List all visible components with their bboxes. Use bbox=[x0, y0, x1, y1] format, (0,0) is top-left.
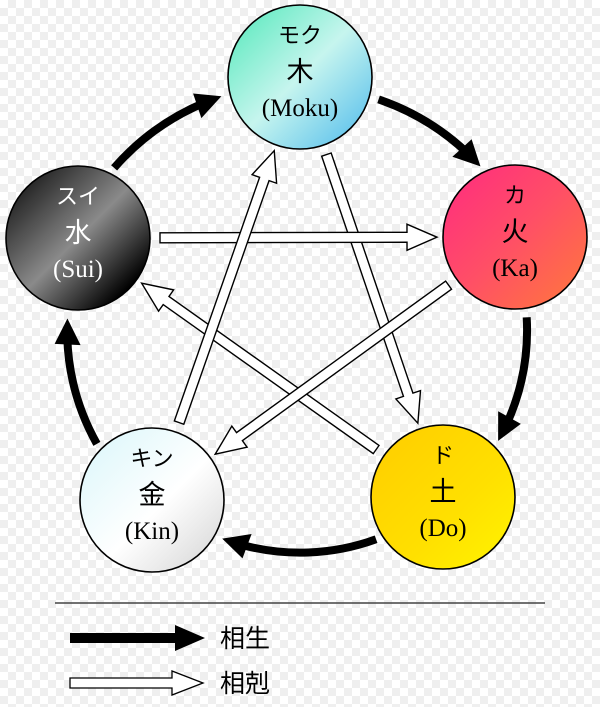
element-kanji: 金 bbox=[139, 480, 166, 511]
element-circle-ka bbox=[442, 164, 588, 310]
overcoming-arrow-moku-to-do bbox=[320, 152, 422, 425]
legend-generating-label: 相生 bbox=[220, 624, 270, 653]
element-node-do: ド土 (Do) bbox=[370, 424, 516, 570]
generating-arrow-moku-to-ka bbox=[377, 95, 481, 167]
element-node-kin: キン金 (Kin) bbox=[79, 427, 225, 573]
element-romaji: (Sui) bbox=[53, 256, 103, 283]
element-node-ka: カ火 (Ka) bbox=[442, 164, 588, 310]
overcoming-arrow-kin-to-moku bbox=[173, 148, 278, 426]
element-romaji: (Do) bbox=[419, 515, 466, 542]
element-kanji: 火 bbox=[502, 217, 529, 248]
generating-arrow-ka-to-do bbox=[498, 317, 532, 441]
element-kanji: 土 bbox=[430, 477, 457, 508]
generating-arrow-sui-to-moku bbox=[111, 93, 222, 171]
element-circle-kin bbox=[79, 427, 225, 573]
element-kanji: 木 bbox=[287, 57, 314, 88]
element-node-sui: スイ水 (Sui) bbox=[5, 165, 151, 311]
overcoming-arrow-sui-to-ka bbox=[159, 223, 439, 252]
element-kana: ド bbox=[432, 444, 454, 469]
overcoming-arrow-ka-to-kin bbox=[213, 280, 453, 456]
element-circle-do bbox=[370, 424, 516, 570]
legend-generating-arrow-icon bbox=[70, 625, 205, 651]
element-circle-sui bbox=[5, 165, 151, 311]
generating-arrow-kin-to-sui bbox=[54, 318, 101, 446]
element-node-moku: モク木 (Moku) bbox=[227, 4, 373, 150]
element-kanji: 水 bbox=[65, 218, 92, 249]
legend: 相生 相剋 bbox=[55, 602, 545, 698]
element-kana: キン bbox=[130, 447, 173, 472]
legend-overcoming-arrow-icon bbox=[69, 670, 205, 696]
element-romaji: (Moku) bbox=[262, 95, 338, 122]
generating-arrow-do-to-kin bbox=[222, 534, 378, 559]
overcoming-arrow-do-to-sui bbox=[140, 282, 380, 455]
legend-overcoming-label: 相剋 bbox=[220, 669, 270, 698]
element-kana: スイ bbox=[56, 185, 100, 210]
element-romaji: (Kin) bbox=[125, 518, 179, 545]
element-circle-moku bbox=[227, 4, 373, 150]
element-kana: モク bbox=[278, 24, 322, 49]
element-romaji: (Ka) bbox=[492, 255, 538, 282]
element-kana: カ bbox=[504, 184, 526, 209]
